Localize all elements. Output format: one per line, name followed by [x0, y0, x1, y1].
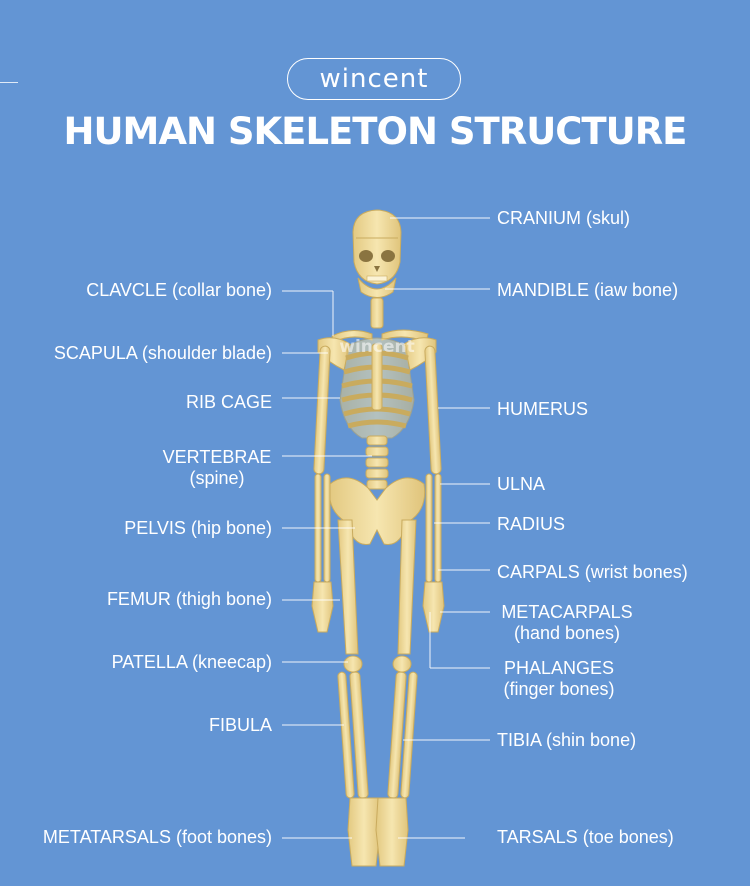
label-patella: PATELLA (kneecap) [111, 652, 272, 672]
label-tarsals: TARSALS (toe bones) [497, 827, 674, 847]
label-fibula: FIBULA [208, 715, 272, 735]
brand-logo-pill: wincent [287, 58, 461, 100]
label-radius: RADIUS [497, 514, 566, 534]
vertebrae-shape [365, 435, 389, 490]
leader-lines [282, 217, 490, 839]
page-title: HUMAN SKELETON STRUCTURE [63, 110, 688, 153]
label-humerus: HUMERUS [497, 399, 589, 419]
label-vertebrae-line1: VERTEBRAE [162, 447, 272, 467]
foot-shape [347, 797, 409, 867]
label-mandible: MANDIBLE (iaw bone) [497, 280, 679, 300]
label-phalanges-line2: (finger bones) [503, 679, 615, 699]
label-cranium: CRANIUM (skul) [497, 208, 630, 228]
skeleton-figure [311, 209, 445, 867]
label-metacarpals: METACARPALS (hand bones) [492, 602, 642, 644]
neck-vertebrae [370, 297, 384, 329]
label-carpals: CARPALS (wrist bones) [497, 562, 688, 582]
brand-name: wincent [319, 64, 429, 94]
femur-shape [337, 519, 417, 655]
label-ulna: ULNA [497, 474, 546, 494]
label-femur: FEMUR (thigh bone) [106, 589, 272, 609]
label-clavicle: CLAVCLE (collar bone) [86, 280, 272, 300]
label-scapula: SCAPULA (shoulder blade) [53, 343, 272, 363]
label-phalanges-line1: PHALANGES [503, 658, 615, 678]
mandible-shape [357, 275, 397, 298]
label-vertebrae-line2: (spine) [189, 468, 245, 488]
label-rib-cage: RIB CAGE [185, 392, 272, 412]
edge-mark [0, 82, 18, 83]
label-metacarpals-line1: METACARPALS [501, 602, 633, 622]
label-phalanges: PHALANGES (finger bones) [494, 658, 624, 700]
label-pelvis: PELVIS (hip bone) [124, 518, 272, 538]
tibia-fibula-shape [337, 671, 418, 799]
humerus-shape [313, 345, 442, 475]
patella-shape [343, 655, 412, 673]
rib-cage-shape [339, 337, 415, 439]
label-metacarpals-line2: (hand bones) [513, 623, 621, 643]
label-vertebrae: VERTEBRAE (spine) [160, 447, 274, 489]
watermark-text: wincent [339, 337, 414, 357]
cranium-shape [352, 209, 402, 285]
label-metatarsals: METATARSALS (foot bones) [42, 827, 272, 847]
label-tibia: TIBIA (shin bone) [497, 730, 637, 750]
hand-shape [311, 581, 445, 633]
forearm-shape [314, 473, 442, 583]
